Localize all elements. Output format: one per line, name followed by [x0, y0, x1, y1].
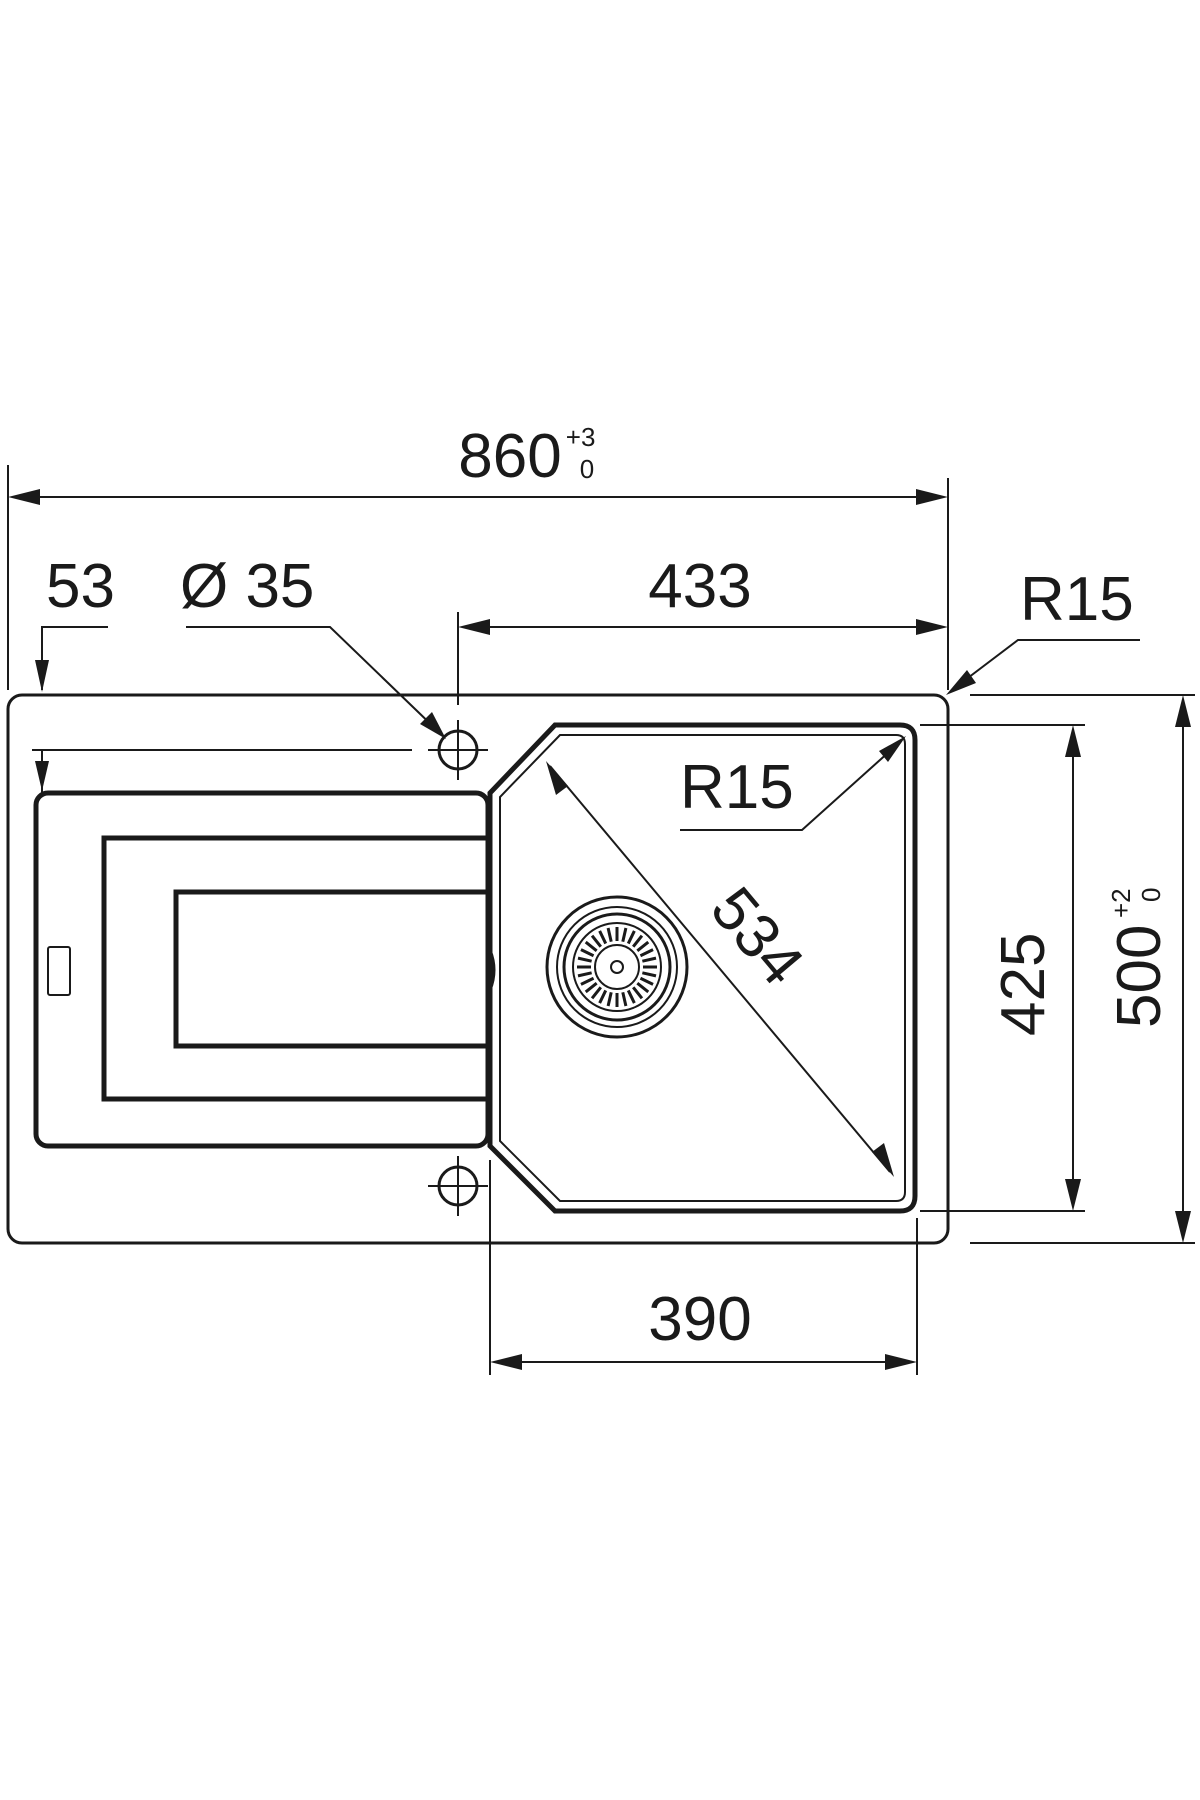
cutout-width-value: 390	[648, 1285, 751, 1354]
strainer-slot	[590, 986, 602, 1000]
strainer-slot	[621, 992, 628, 1007]
overall-depth-tol-upper: +2	[1106, 888, 1136, 918]
bowl-length-value: 433	[648, 552, 751, 621]
strainer-slot	[636, 940, 650, 952]
bowl-diagonal-value: 534	[697, 875, 816, 999]
strainer-slot	[642, 971, 657, 978]
tap-offset-value: 53	[46, 552, 115, 621]
tap-hole-bottom	[428, 1156, 488, 1216]
overall-width-value: 860	[458, 422, 561, 491]
tap-hole-diameter-value: Ø 35	[180, 552, 314, 621]
strainer-slot	[580, 948, 595, 958]
overflow-slot	[47, 946, 71, 996]
strainer-waste	[545, 895, 689, 1039]
tap-hole-top	[428, 720, 488, 780]
strainer-slot	[606, 992, 613, 1007]
dimension-bowl-diagonal: 534	[546, 761, 894, 1177]
strainer-slot	[626, 930, 636, 945]
strainer-slot	[598, 989, 608, 1004]
dimension-tap-offset: 53	[32, 552, 412, 793]
outer-radius-value: R15	[1020, 565, 1134, 634]
bowl-outer-outline	[487, 722, 918, 1214]
dimension-bowl-length: 433	[457, 552, 948, 705]
drainer-middle-ridge	[101, 835, 488, 1102]
strainer-slot	[642, 956, 657, 963]
strainer-slot	[639, 976, 654, 986]
strainer-slot	[584, 940, 598, 952]
bowl-inner-outline	[499, 734, 906, 1202]
sink-bowl	[487, 722, 918, 1214]
strainer-slots	[577, 927, 657, 1007]
strainer-slot	[606, 927, 613, 942]
strainer-slot	[621, 927, 628, 942]
overall-width-tol-lower: 0	[580, 454, 594, 484]
strainer-slot	[636, 982, 650, 994]
strainer-slot	[632, 934, 644, 948]
dimension-bowl-radius: R15	[680, 736, 906, 831]
strainer-slot	[580, 976, 595, 986]
strainer-slot	[584, 982, 598, 994]
strainer-slot	[632, 986, 644, 1000]
strainer-slot	[577, 956, 592, 963]
dimension-tap-hole-diameter: Ø 35	[180, 552, 446, 739]
dimension-outer-radius: R15	[946, 565, 1140, 695]
strainer-slot	[626, 989, 636, 1004]
dimension-bowl-depth: 425	[920, 724, 1085, 1212]
sink-outer-outline	[6, 693, 950, 1245]
sink-body	[6, 693, 950, 1245]
overall-depth-tol-lower: 0	[1136, 888, 1166, 902]
bowl-depth-value: 425	[989, 933, 1058, 1036]
dimension-cutout-width: 390	[489, 1160, 918, 1375]
drainer-board	[33, 790, 496, 1149]
drainer-inner-ridge	[173, 889, 488, 1049]
strainer-slot	[577, 971, 592, 978]
strainer-slot	[598, 930, 608, 945]
strainer-slot	[639, 948, 654, 958]
strainer-slot	[590, 934, 602, 948]
overall-depth-value: 500	[1105, 925, 1174, 1028]
overall-width-tol-upper: +3	[566, 422, 596, 452]
bowl-radius-value: R15	[680, 753, 794, 822]
dimension-overall-depth: 500 +2 0	[970, 694, 1195, 1244]
dimension-overall-width: 860 +3 0	[7, 422, 949, 690]
